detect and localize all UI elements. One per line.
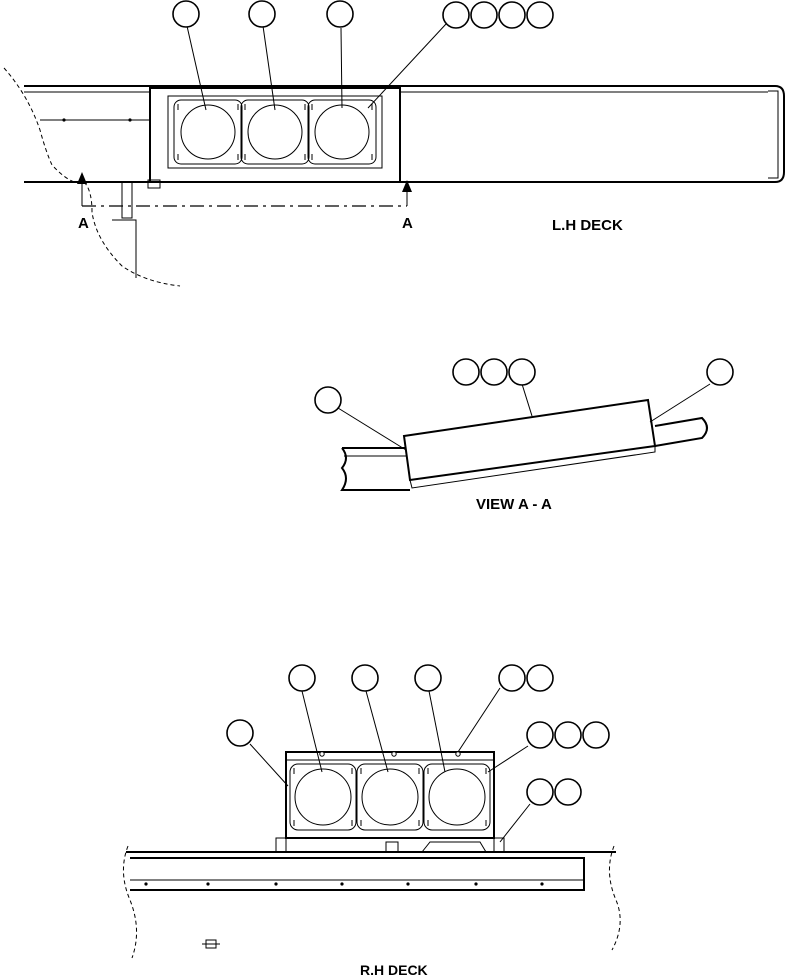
lh-callout-balloon [470,1,498,29]
lh-support-post [121,181,133,219]
lh-light-bezel [167,95,383,169]
lh-callout-balloon [442,1,470,29]
lh-deck-view: A A L.H DECK [3,0,785,287]
rh-callout-balloon [351,664,379,692]
lh-lamp-1 [173,99,243,165]
rh-callout-balloon [526,778,554,806]
section-callout-balloon [314,386,342,414]
lh-lamp-2 [240,99,310,165]
rh-deck-label: R.H DECK [360,962,428,977]
lh-callout-balloon [526,1,554,29]
rh-callout-balloon [288,664,316,692]
rh-callout-balloon [554,778,582,806]
lh-callout-balloon [172,0,200,28]
lh-callout-balloon [248,0,276,28]
rh-callout-balloon [498,664,526,692]
lh-callout-balloon [498,1,526,29]
lh-deck-beam [24,85,785,183]
rh-callout-balloon [526,664,554,692]
rh-break-line-right [609,845,621,951]
section-marker-right: A [402,215,413,232]
rh-deck-view: R.H DECK [123,664,621,977]
lh-light-housing [149,87,401,183]
lh-deck-end-inner [768,90,779,179]
rh-lamp-2 [356,763,424,831]
lh-callout-balloon [326,0,354,28]
section-arrow-right-icon [402,180,412,192]
rh-callout-balloon [526,721,554,749]
rh-deck-beam [130,857,585,891]
rh-lamp-3 [423,763,491,831]
rh-break-line-left [123,845,137,959]
section-arrow-left-icon [77,172,87,184]
rh-lamp-1 [289,763,357,831]
section-view-label: VIEW A - A [476,496,552,513]
lh-deck-label: L.H DECK [552,217,623,234]
rh-callout-balloon [582,721,610,749]
lh-break-line [3,67,181,287]
rh-callout-balloon [414,664,442,692]
section-callout-balloon [706,358,734,386]
section-callout-balloon [452,358,480,386]
section-marker-left: A [78,215,89,232]
rh-light-housing [285,751,495,839]
section-deck-rail [340,447,410,491]
section-light-box [402,398,657,482]
rh-callout-balloon [554,721,582,749]
section-view: VIEW A - A [314,358,734,513]
section-callout-balloon [480,358,508,386]
section-callout-balloon [508,358,536,386]
lh-lamp-3 [307,99,377,165]
rh-callout-balloon [226,719,254,747]
